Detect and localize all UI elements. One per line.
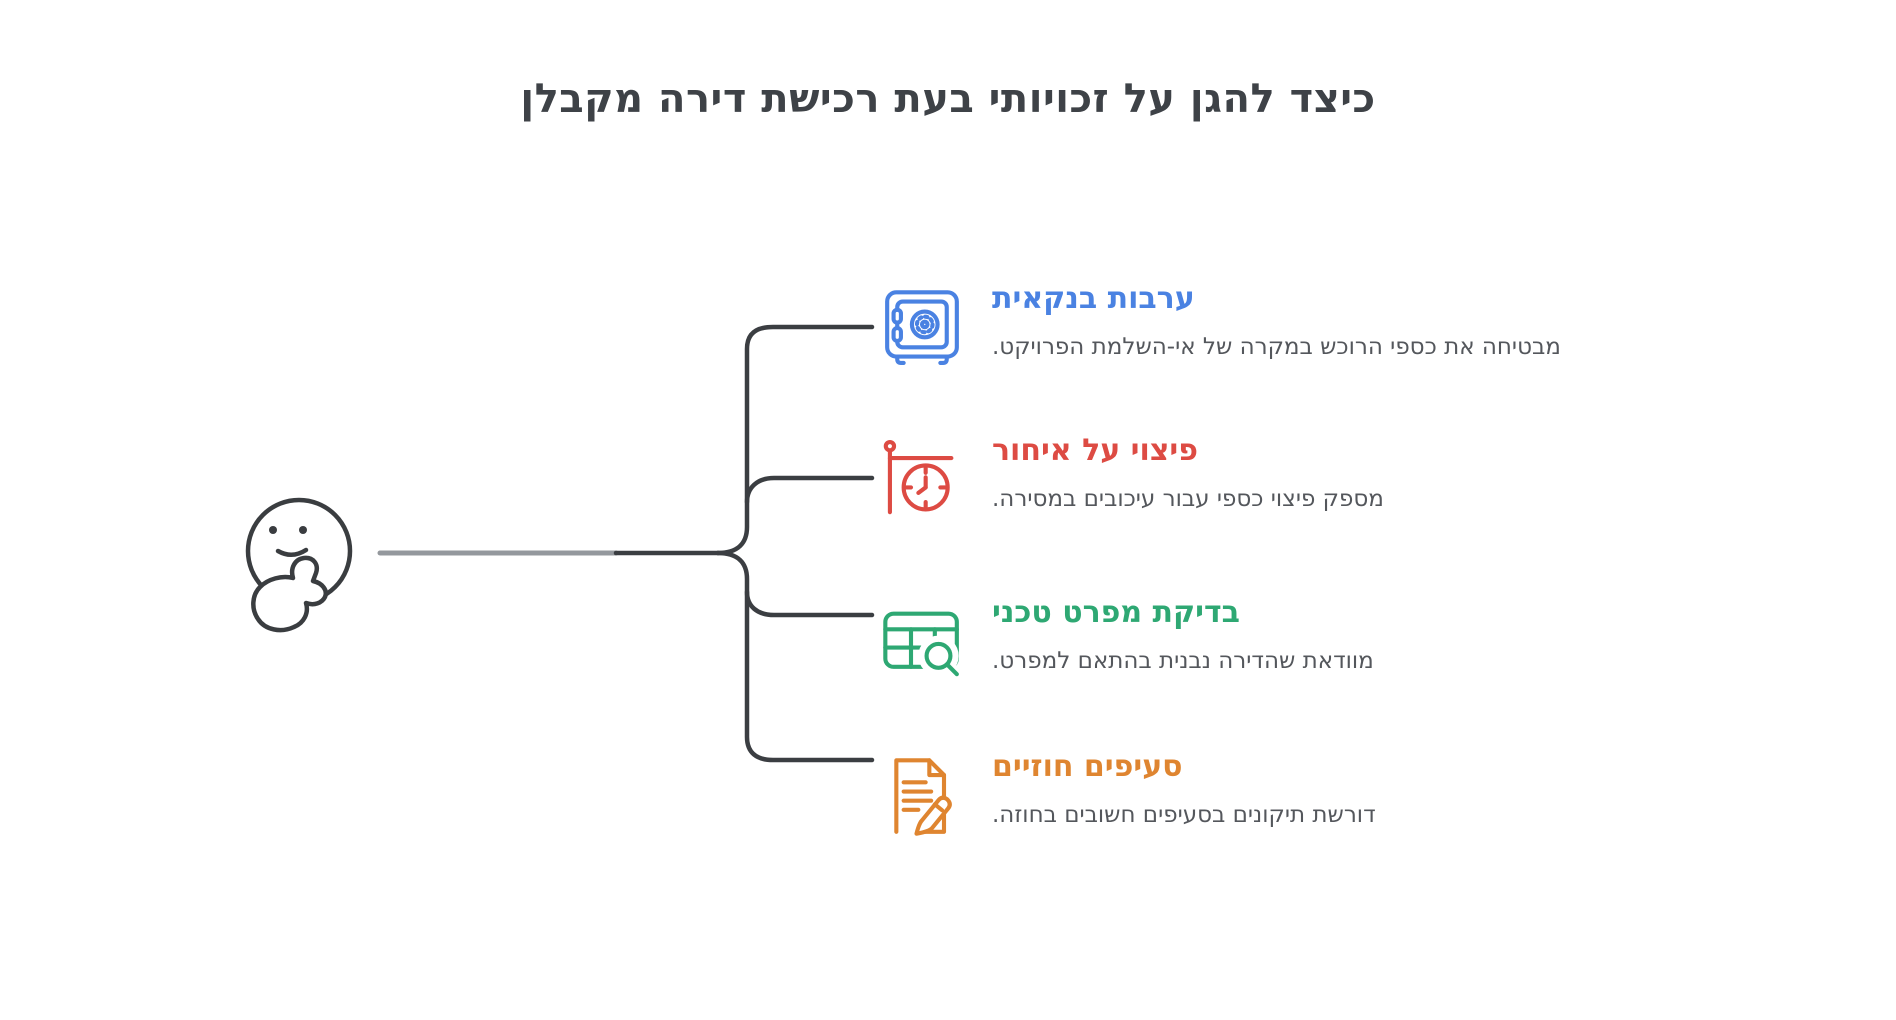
contract-pencil-icon: [878, 750, 966, 844]
spec-table-magnifier-icon: [878, 596, 966, 690]
branch-item-delay-compensation: פיצוי על איחור מספק פיצוי כספי עבור עיכו…: [878, 433, 1384, 528]
hanging-clock-icon: [878, 434, 966, 528]
branch-heading: פיצוי על איחור: [992, 433, 1198, 468]
branch-text-block: בדיקת מפרט טכני מוודאת שהדירה נבנית בהתא…: [992, 595, 1374, 675]
branch-description: מספק פיצוי כספי עבור עיכובים במסירה.: [992, 485, 1384, 512]
fist-hand: [251, 555, 328, 633]
branch-text-block: ערבות בנקאית מבטיחה את כספי הרוכש במקרה …: [992, 281, 1561, 361]
branch-item-contract-clauses: סעיפים חוזיים דורשת תיקונים בסעיפים חשוב…: [878, 749, 1376, 844]
branch-heading: בדיקת מפרט טכני: [992, 595, 1240, 630]
branch-description: מוודאת שהדירה נבנית בהתאם למפרט.: [992, 647, 1374, 674]
branch-text-block: סעיפים חוזיים דורשת תיקונים בסעיפים חשוב…: [992, 749, 1376, 829]
branch-description: דורשת תיקונים בסעיפים חשובים בחוזה.: [992, 801, 1376, 828]
branch-heading: סעיפים חוזיים: [992, 749, 1183, 784]
branch-description: מבטיחה את כספי הרוכש במקרה של אי-השלמת ה…: [992, 333, 1561, 360]
page-title: כיצד להגן על זכויותי בעת רכישת דירה מקבל…: [520, 76, 1376, 122]
thinking-face-icon: [245, 497, 353, 633]
frown-mouth: [275, 547, 309, 557]
branch-heading: ערבות בנקאית: [992, 281, 1195, 316]
branch-item-bank-guarantee: ערבות בנקאית מבטיחה את כספי הרוכש במקרה …: [878, 281, 1561, 376]
branch-text-block: פיצוי על איחור מספק פיצוי כספי עבור עיכו…: [992, 433, 1384, 513]
safe-icon: [878, 282, 966, 376]
branch-lines: [613, 324, 875, 763]
branch-item-spec-check: בדיקת מפרט טכני מוודאת שהדירה נבנית בהתא…: [878, 595, 1374, 690]
